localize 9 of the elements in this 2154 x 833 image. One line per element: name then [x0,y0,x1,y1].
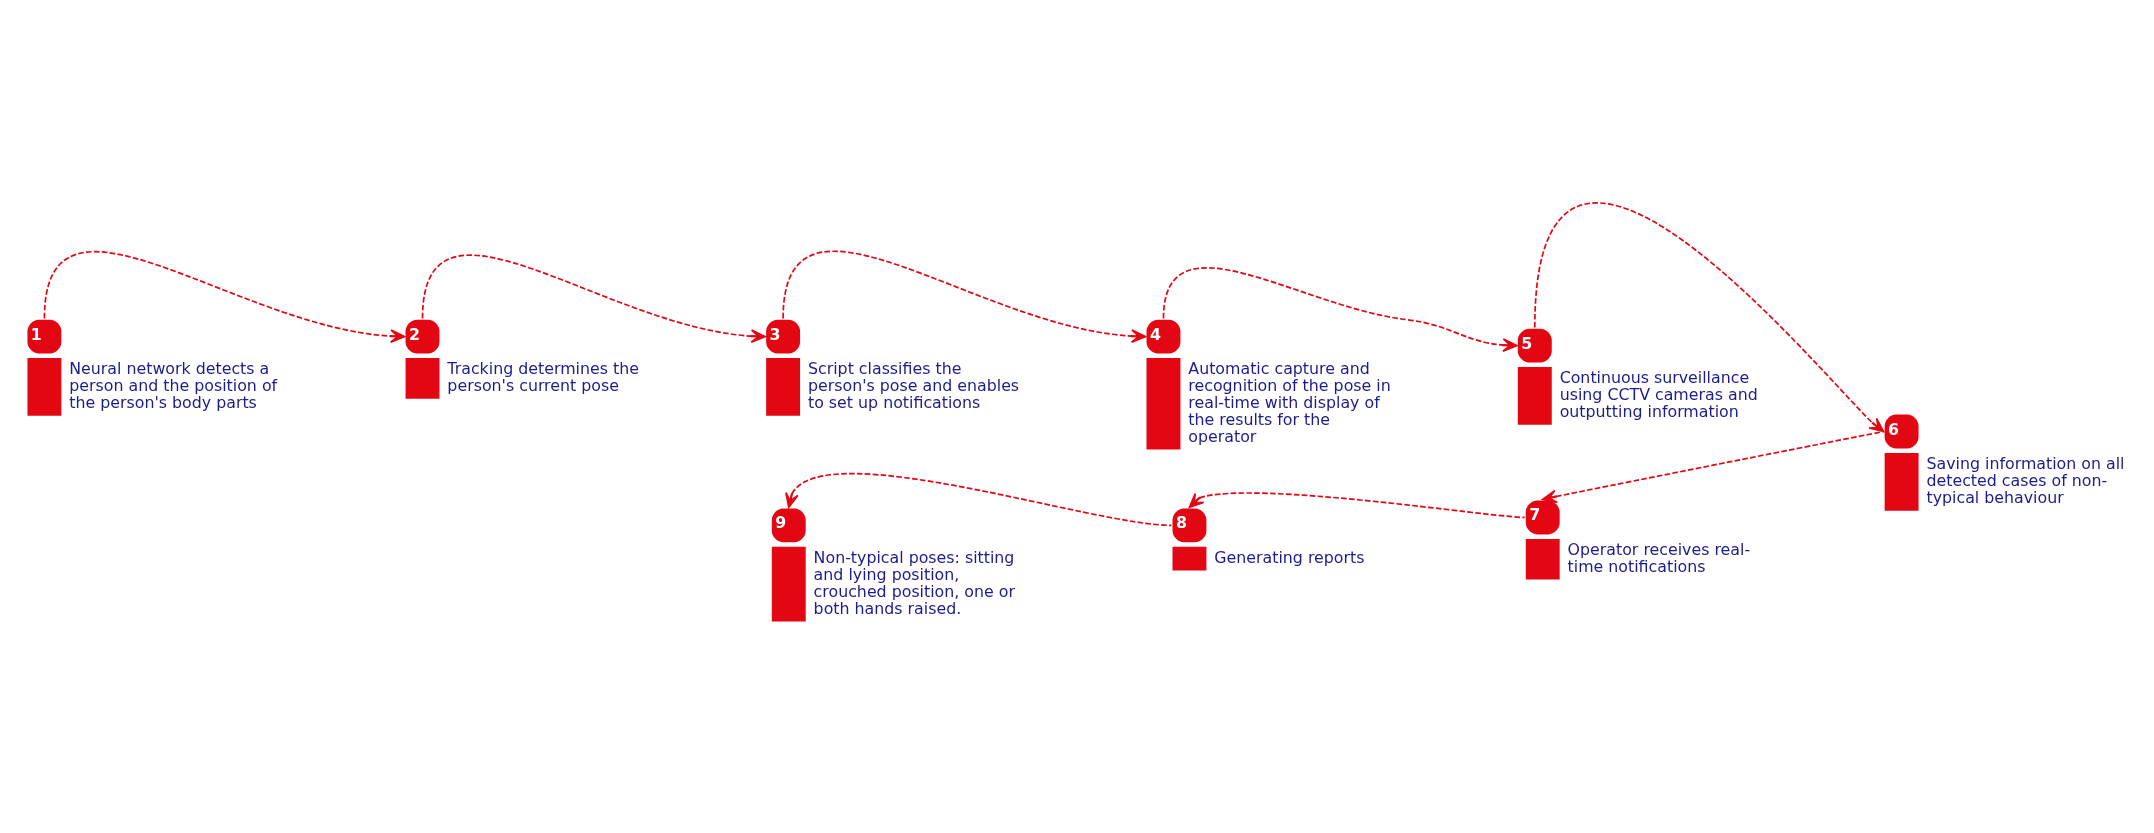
node-label: Continuous surveillance using CCTV cameras and outputting information [1559,368,1758,422]
node-label: Script classifies the person's pose and enables to set up notifications [807,359,1020,413]
node-label: Saving information on all detected cases of non-typical behaviour [1926,454,2125,507]
node-label: Automatic capture and recognition of the pose in real-time with display of the results for the operator [1188,359,1391,446]
node-label: Tracking determines the person's current pose [447,359,639,396]
node-label: Neural network detects a person and the position of the person's body parts [69,359,278,413]
node-label: Non-typical poses: sitting and lying position, crouched position, one or both hands raised. [813,547,1015,618]
node-label: Operator receives real-time notifications [1567,539,1751,576]
node-label: Generating reports [1214,547,1365,567]
